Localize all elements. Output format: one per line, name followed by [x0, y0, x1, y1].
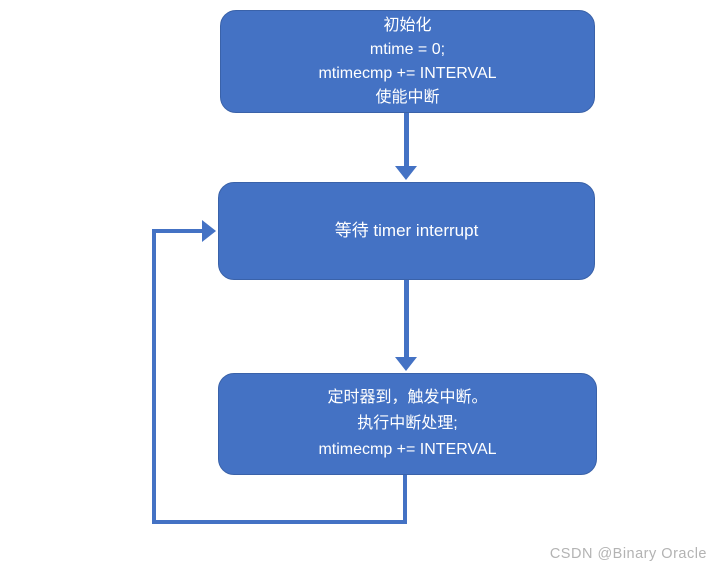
node-init-line: 初始化: [383, 16, 432, 34]
node-timer-line: 定时器到，触发中断。: [327, 389, 488, 406]
connector-loop-up-segment: [152, 229, 156, 524]
csdn-watermark: CSDN @Binary Oracle: [549, 546, 707, 562]
connector-wait-to-timer-line: [404, 280, 409, 358]
node-timer-line: 执行中断处理;: [357, 415, 458, 432]
node-init-line: mtime = 0;: [369, 40, 446, 58]
arrowhead-down-icon: [395, 357, 417, 371]
flow-node-init: 初始化 mtime = 0; mtimecmp += INTERVAL 使能中断: [220, 10, 595, 113]
node-wait-line: 等待 timer interrupt: [334, 221, 479, 240]
flow-node-wait: 等待 timer interrupt: [218, 182, 595, 280]
node-timer-line: mtimecmp += INTERVAL: [318, 441, 497, 458]
node-init-line: mtimecmp += INTERVAL: [318, 64, 497, 82]
connector-loop-top-segment: [152, 229, 204, 233]
connector-loop-down-segment: [403, 475, 407, 524]
connector-init-to-wait-line: [404, 113, 409, 167]
connector-loop-bottom-segment: [152, 520, 407, 524]
arrowhead-down-icon: [395, 166, 417, 180]
flow-node-timer: 定时器到，触发中断。 执行中断处理; mtimecmp += INTERVAL: [218, 373, 597, 475]
arrowhead-right-icon: [202, 220, 216, 242]
node-init-line: 使能中断: [375, 88, 440, 106]
